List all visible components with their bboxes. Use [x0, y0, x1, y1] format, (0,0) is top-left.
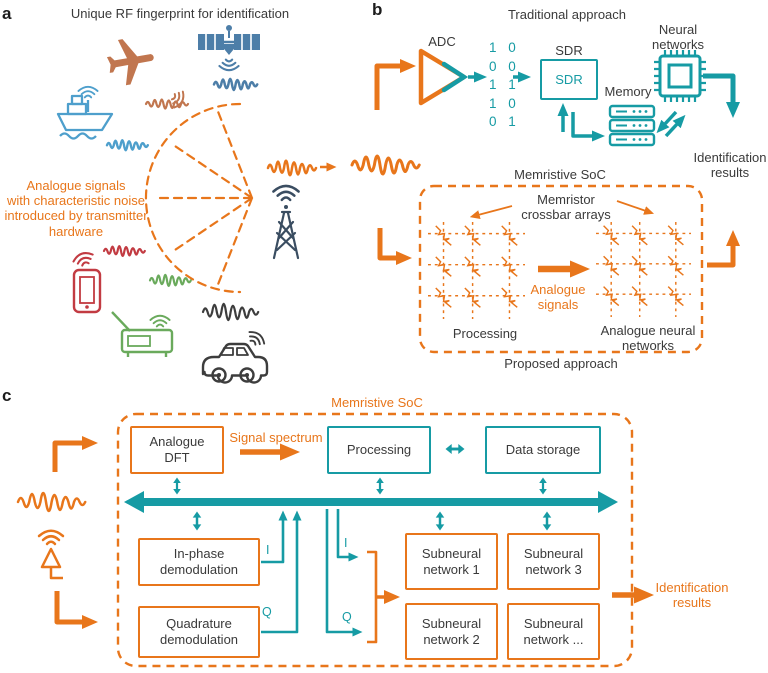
panel-b-letter: b: [372, 0, 383, 19]
identification-results-b: Identification results: [693, 150, 767, 181]
c-input-arrow-bottom: [54, 591, 98, 629]
iq-bracket: [367, 550, 378, 644]
connector-processing-bus: [376, 477, 384, 495]
data-storage-box: Data storage: [485, 426, 601, 474]
radio-signal-icon: [149, 314, 171, 328]
i-label-up: I: [266, 543, 270, 557]
connector-storage-bus: [539, 477, 547, 495]
analogue-signals-annotation: Analogue signals with characteristic noi…: [4, 178, 148, 239]
radio-icon: [111, 311, 174, 357]
quadrature-box: Quadrature demodulation: [138, 606, 260, 658]
sdr-label: SDR: [555, 43, 583, 58]
memory-label: Memory: [604, 84, 652, 99]
sdr-memory-arrow-right: [571, 112, 605, 142]
inphase-box: In-phase demodulation: [138, 538, 260, 586]
analogue-nn-label: Analogue neural networks: [600, 323, 696, 354]
memristive-soc-c-label: Memristive SoC: [331, 395, 423, 410]
memory-icon: [608, 104, 656, 147]
to-adc-arrow: [374, 59, 416, 110]
system-bus: [124, 491, 618, 513]
processing-b-label: Processing: [452, 326, 518, 341]
analogue-signals-label: Analogue signals: [530, 282, 586, 313]
memory-nn-arrow-up: [664, 114, 686, 138]
sdr-box: SDR: [540, 59, 598, 100]
crossbar-array-processing: [428, 222, 525, 319]
subneural-network-2-box: Subneural network 2: [405, 603, 498, 660]
waveform-satellite: [213, 77, 259, 91]
c-input-arrow-top: [52, 436, 98, 472]
connector-bus-subnet1: [435, 511, 445, 531]
bit-row: 0 1: [489, 114, 520, 129]
i-label-down: I: [344, 536, 348, 550]
adc-triangle-tip: [441, 61, 469, 93]
bit-row: 1 1: [489, 77, 520, 92]
phone-signal-icon: [70, 249, 97, 269]
chip-icon: [654, 50, 706, 102]
signal-spectrum-label: Signal spectrum: [229, 430, 323, 445]
bit-row: 0 0: [489, 59, 520, 74]
iq-lines: [261, 509, 363, 637]
ship-icon: [56, 94, 114, 140]
waveform-radio: [149, 274, 192, 287]
panel-b-title: Traditional approach: [507, 7, 627, 22]
waveform-car: [201, 302, 260, 322]
neural-networks-label: Neural networks: [651, 22, 705, 53]
proposed-approach-label: Proposed approach: [504, 356, 618, 371]
memristive-soc-b-label: Memristive SoC: [514, 167, 606, 182]
identification-results-c: Identification results: [655, 580, 729, 611]
crossbar-pointer-left: [469, 205, 513, 219]
waveform-received: [350, 154, 421, 176]
soc-results-arrow: [707, 230, 740, 268]
waveform-phone: [103, 245, 146, 257]
q-label-down: Q: [342, 610, 352, 624]
crossbar-array-ann: [596, 222, 691, 317]
panel-c-letter: c: [2, 386, 12, 405]
antenna-signal-icon: [37, 529, 65, 546]
crossbar-arrays-label: Memristor crossbar arrays: [521, 192, 611, 223]
connector-proc-storage: [445, 444, 465, 454]
airplane-icon: [106, 39, 154, 86]
memory-nn-arrow-down: [656, 110, 678, 134]
phone-icon: [72, 268, 102, 314]
memristive-soc-b-border: [418, 184, 704, 354]
adc-triangle-icon: [418, 48, 467, 106]
tower-signal-icon: [272, 184, 300, 202]
panel-a-title: Unique RF fingerprint for identification: [70, 6, 290, 21]
radio-tower-icon: [272, 205, 300, 260]
satellite-icon: [198, 25, 260, 55]
subneural-network-1-box: Subneural network 1: [405, 533, 498, 590]
analogue-dft-box: Analogue DFT: [130, 426, 224, 474]
signal-fan: [144, 102, 254, 294]
into-soc-arrow: [377, 228, 412, 265]
adc-label: ADC: [428, 34, 456, 49]
panel-a-letter: a: [2, 4, 12, 23]
nn-results-arrow: [703, 73, 740, 118]
waveform-c-input: [16, 491, 87, 513]
satellite-signal-icon: [218, 58, 240, 72]
connector-dft-bus: [173, 477, 181, 495]
car-icon: [201, 342, 269, 384]
waveform-ship: [106, 139, 149, 152]
connector-bus-inphase: [192, 511, 202, 531]
q-label-up: Q: [262, 605, 272, 619]
bit-row: 1 0: [489, 96, 520, 111]
bit-row: 1 0: [489, 40, 520, 55]
memristive-soc-c-border: [116, 412, 634, 668]
processing-c-box: Processing: [327, 426, 431, 474]
subneural-network-more-box: Subneural network ...: [507, 603, 600, 660]
connector-bus-subnet3: [542, 511, 552, 531]
antenna-icon: [40, 547, 63, 580]
waveform-transmitted: [266, 159, 318, 177]
subneural-network-3-box: Subneural network 3: [507, 533, 600, 590]
crossbar-pointer-right: [616, 200, 655, 215]
